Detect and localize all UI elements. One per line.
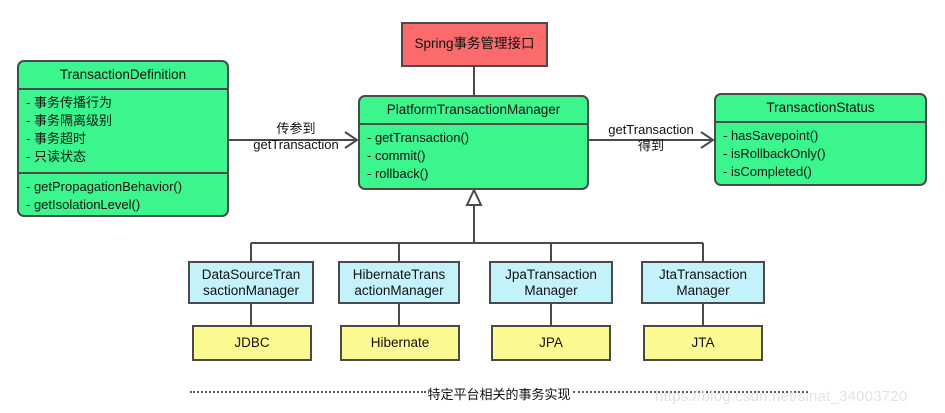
method-row: - getIsolationLevel(): [26, 196, 141, 212]
platform-label: JPA: [539, 335, 563, 350]
class-box-transaction-definition: TransactionDefinition - 事务传播行为 - 事务隔离级别 …: [17, 60, 229, 217]
class-box-hibernate-transaction-manager: HibernateTrans actionManager: [338, 261, 460, 304]
class-box-platform-transaction-manager: PlatformTransactionManager - getTransact…: [358, 95, 589, 190]
watermark-text: https://blog.csdn.net/sinat_34003720: [655, 388, 908, 405]
platform-box-jpa: JPA: [491, 325, 611, 361]
attribute-row: - 事务超时: [26, 131, 86, 147]
method-row: - getPropagationBehavior(): [26, 178, 183, 194]
method-row: - getTransaction(): [367, 129, 470, 145]
impl-manager-label: JtaTransaction Manager: [658, 267, 748, 298]
compartment-divider: [716, 120, 925, 123]
compartment-divider: [19, 87, 227, 90]
footer-caption: 特定平台相关的事务实现: [427, 387, 571, 402]
dotted-line-left: [190, 390, 426, 393]
class-title-platform-transaction-manager: PlatformTransactionManager: [386, 102, 561, 117]
spring-interface-title-label: Spring事务管理接口: [414, 36, 535, 51]
dotted-line-right: [572, 390, 809, 393]
attribute-row: - 事务隔离级别: [26, 113, 112, 129]
methods-compartment: - hasSavepoint() - isRollbackOnly() - is…: [716, 123, 925, 184]
impl-manager-label: HibernateTrans actionManager: [352, 267, 446, 298]
spring-interface-title-box: Spring事务管理接口: [401, 22, 548, 67]
attribute-row: - 事务传播行为: [26, 94, 112, 110]
platform-label: JDBC: [234, 335, 270, 350]
method-row: - getTimeout(): [26, 214, 220, 215]
platform-box-jdbc: JDBC: [192, 325, 312, 361]
platform-label: JTA: [691, 335, 715, 350]
impl-manager-label: DataSourceTran sactionManager: [201, 267, 301, 298]
method-row: - isRollbackOnly(): [723, 146, 826, 162]
impl-manager-label: JpaTransaction Manager: [505, 267, 597, 298]
platform-box-hibernate: Hibernate: [340, 325, 460, 361]
attributes-compartment: - 事务传播行为 - 事务隔离级别 - 事务超时 - 只读状态: [19, 90, 227, 172]
edge-label-right: getTransaction 得到: [608, 122, 694, 153]
platform-box-jta: JTA: [643, 325, 763, 361]
footer-dotted-band: 特定平台相关的事务实现: [190, 382, 809, 402]
methods-compartment: - getTransaction() - commit() - rollback…: [360, 125, 587, 188]
attribute-row: - 只读状态: [26, 149, 86, 165]
class-box-jta-transaction-manager: JtaTransaction Manager: [641, 261, 765, 304]
compartment-divider: [19, 171, 227, 174]
platform-label: Hibernate: [370, 335, 430, 350]
compartment-divider: [360, 122, 587, 125]
method-row: - hasSavepoint(): [723, 127, 819, 143]
class-title-transaction-status: TransactionStatus: [766, 100, 875, 115]
edge-label-left: 传参到 getTransaction: [253, 121, 339, 152]
class-box-datasource-transaction-manager: DataSourceTran sactionManager: [188, 261, 314, 304]
method-row: - rollback(): [367, 166, 429, 182]
method-row: - commit(): [367, 148, 426, 164]
methods-compartment: - getPropagationBehavior() - getIsolatio…: [19, 174, 227, 215]
class-title-transaction-definition: TransactionDefinition: [59, 67, 187, 82]
class-box-jpa-transaction-manager: JpaTransaction Manager: [489, 261, 613, 304]
class-box-transaction-status: TransactionStatus - hasSavepoint() - isR…: [714, 93, 927, 186]
method-row: - isCompleted(): [723, 164, 812, 180]
